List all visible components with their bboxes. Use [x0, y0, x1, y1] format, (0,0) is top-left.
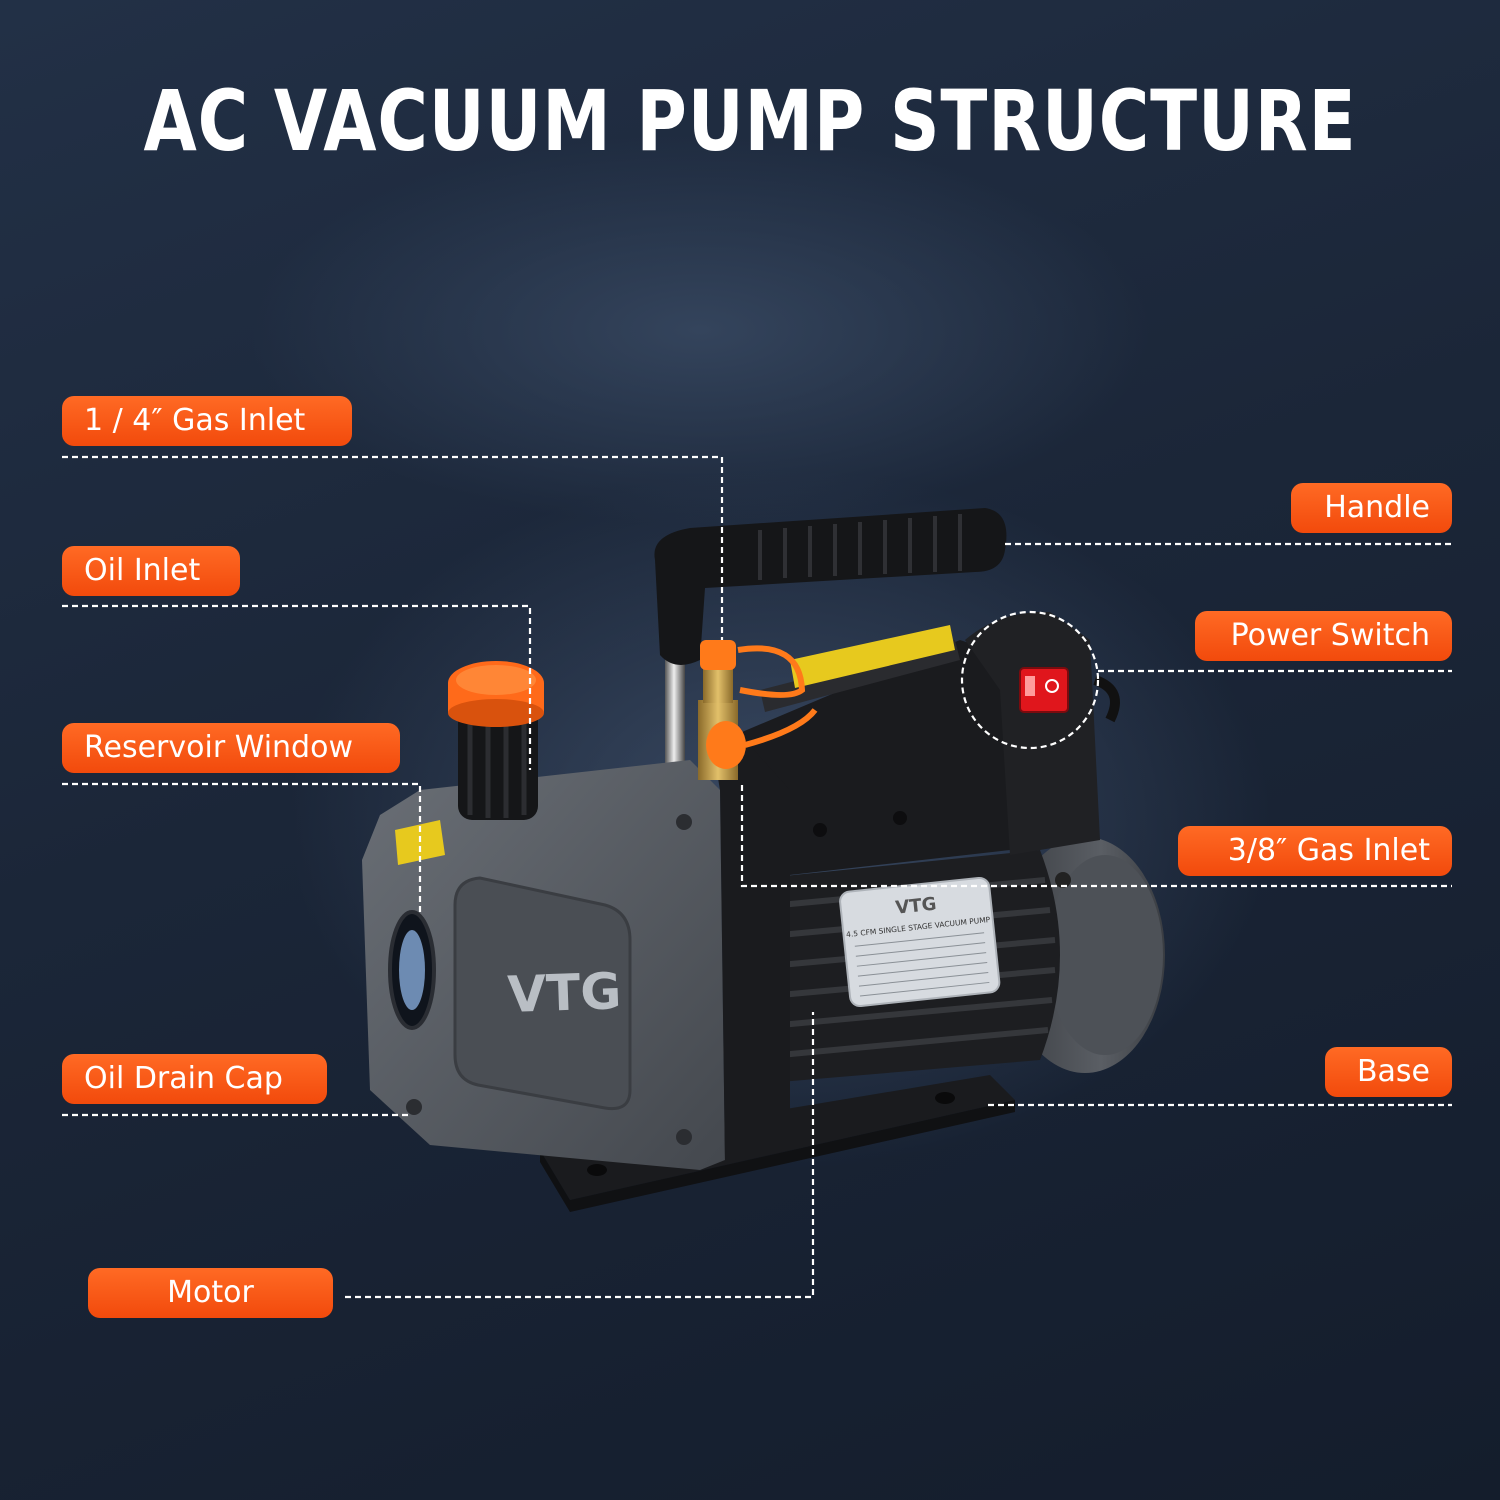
- brand-logo: VTG: [507, 962, 623, 1024]
- label-gas-inlet-three-eighths: 3/8″ Gas Inlet: [1178, 826, 1452, 876]
- label-power-switch: Power Switch: [1195, 611, 1452, 661]
- leader-motor: [345, 1012, 815, 1299]
- leader-gas-inlet-quarter: [62, 455, 724, 640]
- label-motor: Motor: [88, 1268, 333, 1318]
- pump-illustration: VTG 4.5 CFM SINGLE STAGE VACUUM PUMP: [362, 508, 1165, 1212]
- gas-inlet-fittings: [698, 640, 818, 780]
- label-handle: Handle: [1291, 483, 1452, 533]
- label-reservoir-window: Reservoir Window: [62, 723, 400, 773]
- leader-gas-inlet-three-eighths: [740, 785, 1452, 888]
- nameplate: VTG 4.5 CFM SINGLE STAGE VACUUM PUMP: [839, 876, 1001, 1008]
- warning-label: [790, 625, 955, 688]
- label-gas-inlet-quarter: 1 / 4″ Gas Inlet: [62, 396, 352, 446]
- label-oil-inlet: Oil Inlet: [62, 546, 240, 596]
- leader-reservoir-window: [62, 782, 422, 912]
- nameplate-brand: VTG: [894, 894, 937, 919]
- power-switch-highlight-ring: [960, 610, 1100, 750]
- label-oil-drain-cap: Oil Drain Cap: [62, 1054, 327, 1104]
- leader-oil-inlet: [62, 604, 532, 770]
- page-title: AC VACUUM PUMP STRUCTURE: [143, 72, 1357, 170]
- handle: [654, 508, 1007, 765]
- oil-inlet-cap: [448, 661, 544, 820]
- label-base: Base: [1325, 1047, 1452, 1097]
